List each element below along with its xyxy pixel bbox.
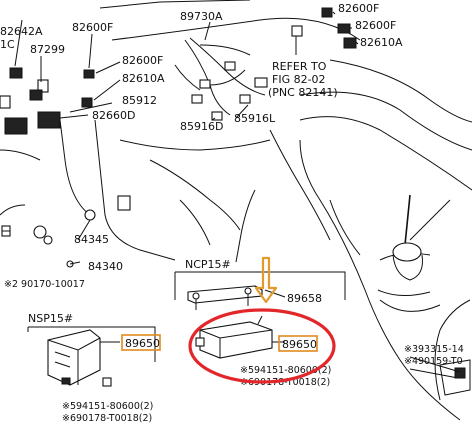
label-90170: ※2 90170-10017 <box>4 279 85 290</box>
dashboard-outline <box>0 0 472 421</box>
label-594151-right: ※594151-80600(2) <box>240 365 331 376</box>
label-89650-right: 89650 <box>282 338 317 351</box>
label-82610a-b: 82610A <box>360 36 403 49</box>
label-82600f-a: 82600F <box>72 21 113 34</box>
label-refer-3: (PNC 82141) <box>268 86 338 99</box>
label-refer-2: FIG 82-02 <box>272 73 326 86</box>
ecu-89650-right <box>195 315 273 359</box>
label-690178-right: ※690178-T0018(2) <box>240 377 330 388</box>
label-82600f-b: 82600F <box>122 54 163 67</box>
leader-lines <box>2 11 461 379</box>
top-right-connectors <box>291 7 357 55</box>
label-594151-left: ※594151-80600(2) <box>62 401 153 412</box>
highlight-circle <box>188 308 336 384</box>
label-89730a: 89730A <box>180 10 223 23</box>
label-89658: 89658 <box>287 292 322 305</box>
label-490159: ※490159-T0 <box>404 356 463 367</box>
label-89650-left: 89650 <box>125 337 160 350</box>
relay-parts <box>0 67 131 268</box>
label-82600f-e: 82600F <box>355 19 396 32</box>
part-labels: 1C 82642A 82600F 87299 82600F 82610A 859… <box>0 2 464 424</box>
down-arrow-icon <box>254 256 278 304</box>
label-box-89650-right <box>278 335 318 352</box>
label-82642a: 82642A <box>0 25 43 38</box>
label-nsp15: NSP15# <box>28 312 73 325</box>
label-85912: 85912 <box>122 94 157 107</box>
wiring-harness <box>174 37 268 121</box>
label-1c: 1C <box>0 38 15 51</box>
label-84340: 84340 <box>88 260 123 273</box>
label-82600f-d: 82600F <box>338 2 379 15</box>
nsp15-group <box>27 326 156 387</box>
label-85916l: 85916L <box>234 112 276 125</box>
label-85916d: 85916D <box>180 120 223 133</box>
label-refer-1: REFER TO <box>272 60 327 73</box>
label-690178-left: ※690178-T0018(2) <box>62 413 152 424</box>
label-393315: ※393315-14 <box>404 344 464 355</box>
label-87299: 87299 <box>30 43 65 56</box>
label-box-89650-left <box>121 334 161 351</box>
label-ncp15: NCP15# <box>185 258 231 271</box>
label-84345: 84345 <box>74 233 109 246</box>
label-82610a-a: 82610A <box>122 72 165 85</box>
label-82660d: 82660D <box>92 109 135 122</box>
